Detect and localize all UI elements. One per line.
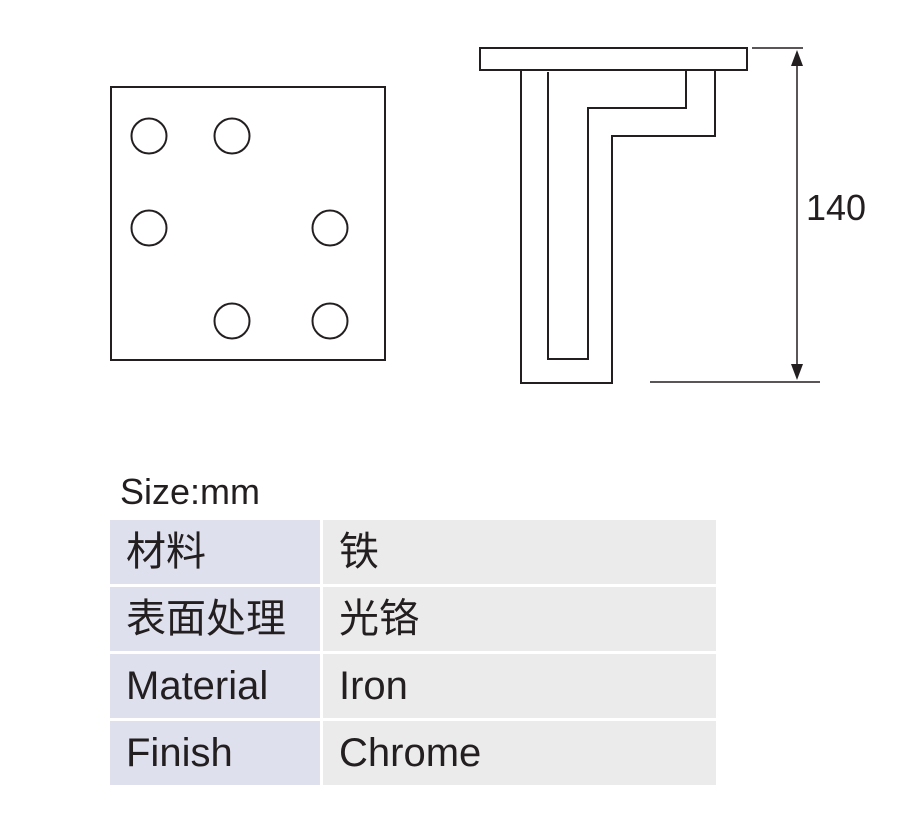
- table-row: 表面处理 光铬: [110, 587, 716, 654]
- spec-table: 材料 铁 表面处理 光铬 Material Iron Finish Chrome: [110, 520, 716, 785]
- spec-value: Chrome: [323, 721, 716, 785]
- size-unit-label: Size:mm: [120, 471, 261, 512]
- spec-value: 铁: [323, 520, 716, 587]
- dimension-arrow-up: [791, 50, 803, 66]
- screw-hole: [130, 209, 168, 247]
- bracket-outer-profile: [520, 70, 716, 384]
- spec-key: 材料: [110, 520, 323, 587]
- spec-value: Iron: [323, 654, 716, 721]
- plate-top-view: [110, 86, 386, 361]
- bracket-inner-profile: [547, 70, 687, 360]
- height-dimension-label: 140: [806, 187, 866, 228]
- spec-key: 表面处理: [110, 587, 323, 654]
- bracket-side-view: [479, 47, 748, 384]
- screw-hole: [213, 117, 251, 155]
- spec-value: 光铬: [323, 587, 716, 654]
- screw-hole: [213, 302, 251, 340]
- spec-key: Material: [110, 654, 323, 721]
- table-row: 材料 铁: [110, 520, 716, 587]
- table-row: Finish Chrome: [110, 721, 716, 785]
- table-row: Material Iron: [110, 654, 716, 721]
- bracket-top-plate: [479, 47, 748, 71]
- plate-outline: [110, 86, 386, 361]
- screw-hole: [311, 302, 349, 340]
- screw-hole: [130, 117, 168, 155]
- screw-hole: [311, 209, 349, 247]
- spec-key: Finish: [110, 721, 323, 785]
- technical-drawing: 140: [110, 47, 866, 384]
- dimension-arrow-down: [791, 364, 803, 380]
- height-dimension: [650, 47, 820, 383]
